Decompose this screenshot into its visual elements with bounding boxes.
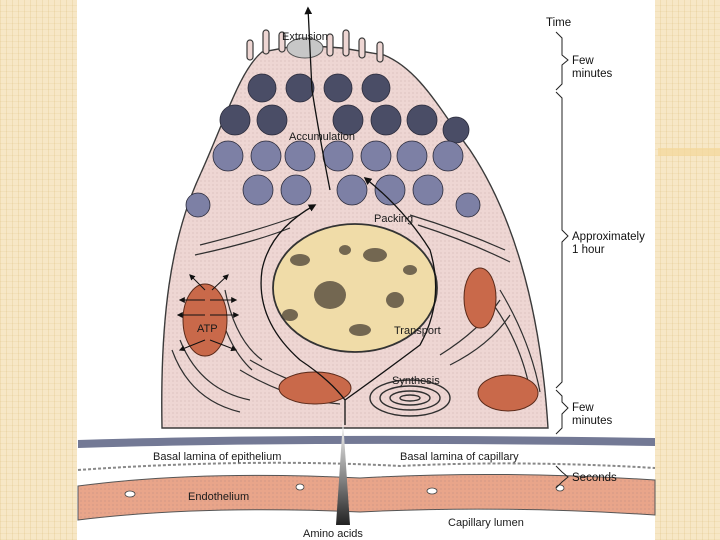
endothelium-texture bbox=[78, 474, 655, 520]
timeline-title: Time bbox=[546, 17, 571, 29]
timeline-few-minutes-bottom-2: minutes bbox=[572, 415, 613, 427]
packing-label: Packing bbox=[374, 213, 413, 225]
capillary-basal-lamina bbox=[77, 461, 656, 471]
secretory-granule bbox=[247, 73, 277, 103]
secretory-granule bbox=[406, 104, 438, 136]
timeline-approx-2: 1 hour bbox=[572, 244, 605, 256]
secretory-granule bbox=[185, 192, 211, 218]
secretory-granule bbox=[455, 192, 481, 218]
decorative-stripe bbox=[658, 148, 720, 156]
atp-label: ATP bbox=[197, 323, 218, 335]
timeline-seconds: Seconds bbox=[572, 472, 617, 484]
mitochondria bbox=[182, 267, 539, 412]
secretory-granule bbox=[242, 174, 274, 206]
amino-acids-label: Amino acids bbox=[303, 528, 363, 540]
secretory-granule bbox=[250, 140, 282, 172]
secretory-granule bbox=[256, 104, 288, 136]
transport-label: Transport bbox=[394, 325, 441, 337]
secretory-granule bbox=[212, 140, 244, 172]
atp-arrows bbox=[176, 274, 240, 352]
secretory-granule bbox=[323, 73, 353, 103]
epithelial-basal-lamina bbox=[78, 435, 655, 448]
secretory-granule bbox=[332, 104, 364, 136]
secretory-granules bbox=[185, 73, 481, 218]
timeline-few-minutes-bottom-1: Few bbox=[572, 402, 594, 414]
basal-lamina-epithelium-label: Basal lamina of epithelium bbox=[153, 451, 281, 463]
extruding-granule bbox=[286, 37, 324, 59]
amino-acid-arrow bbox=[336, 420, 350, 525]
secretory-granule bbox=[442, 116, 470, 144]
secretory-granule bbox=[285, 73, 315, 103]
secretory-granule bbox=[322, 140, 354, 172]
secretory-granule bbox=[284, 140, 316, 172]
timeline-few-minutes-top-1: Few bbox=[572, 55, 594, 67]
secretory-granule bbox=[219, 104, 251, 136]
secretory-granule bbox=[370, 104, 402, 136]
timeline-few-minutes-top-2: minutes bbox=[572, 68, 613, 80]
accumulation-label: Accumulation bbox=[289, 131, 355, 143]
golgi-apparatus bbox=[369, 379, 451, 417]
nucleus bbox=[272, 223, 438, 353]
basal-lamina-capillary-label: Basal lamina of capillary bbox=[400, 451, 519, 463]
secretory-granule bbox=[280, 174, 312, 206]
timeline-approx-1: Approximately bbox=[572, 231, 645, 243]
rough-er bbox=[171, 214, 541, 413]
extrusion-label: Extrusion bbox=[282, 31, 328, 43]
secretory-granule bbox=[432, 140, 464, 172]
secretory-granule bbox=[374, 174, 406, 206]
secretion-pathway bbox=[260, 6, 437, 425]
secretory-granule bbox=[336, 174, 368, 206]
chromatin bbox=[282, 245, 417, 336]
timeline-brackets bbox=[555, 31, 569, 489]
synthesis-label: Synthesis bbox=[392, 375, 440, 387]
secretory-granule bbox=[360, 140, 392, 172]
secretory-granule bbox=[412, 174, 444, 206]
secretory-granule bbox=[361, 73, 391, 103]
capillary-lumen-label: Capillary lumen bbox=[448, 517, 524, 529]
endothelium-label: Endothelium bbox=[188, 491, 249, 503]
secretory-granule bbox=[396, 140, 428, 172]
microvilli bbox=[246, 29, 384, 63]
